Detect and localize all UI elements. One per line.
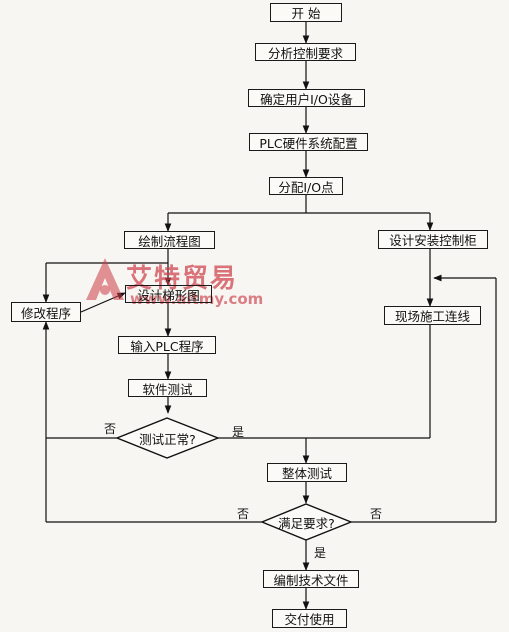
req-yes-label: 是: [314, 546, 327, 560]
watermark-text: 艾特贸易: [126, 264, 239, 294]
modify-node: 修改程序: [11, 302, 81, 322]
docs-node: 编制技术文件: [263, 570, 359, 588]
cabinet-node: 设计安装控制柜: [378, 230, 488, 249]
io-devices-node: 确定用户I/O设备: [248, 89, 365, 107]
watermark-logo-icon: [86, 258, 124, 300]
start-node: 开 始: [270, 3, 342, 22]
test-ok-label: 测试正常?: [139, 431, 196, 447]
req-no-right-label: 否: [370, 507, 383, 521]
wiring-node: 现场施工连线: [384, 306, 481, 325]
test-ok-diamond: [115, 417, 220, 459]
meets-req-label: 满足要求?: [278, 515, 335, 531]
req-no-left-label: 否: [237, 507, 250, 521]
system-test-node: 整体测试: [267, 463, 347, 482]
input-prog-node: 输入PLC程序: [118, 336, 216, 354]
assign-io-node: 分配I/O点: [269, 177, 343, 195]
deliver-node: 交付使用: [272, 609, 347, 628]
hw-config-node: PLC硬件系统配置: [249, 133, 368, 151]
test-yes-label: 是: [232, 425, 245, 439]
sw-test-node: 软件测试: [128, 379, 207, 397]
meets-req-diamond: [260, 503, 353, 541]
analyze-node: 分析控制要求: [255, 43, 356, 61]
test-no-label: 否: [104, 422, 117, 436]
flowchart-node: 绘制流程图: [124, 231, 215, 249]
ladder-node: 设计梯形图: [125, 285, 212, 303]
watermark-url: www.aitmy.com: [130, 290, 264, 308]
